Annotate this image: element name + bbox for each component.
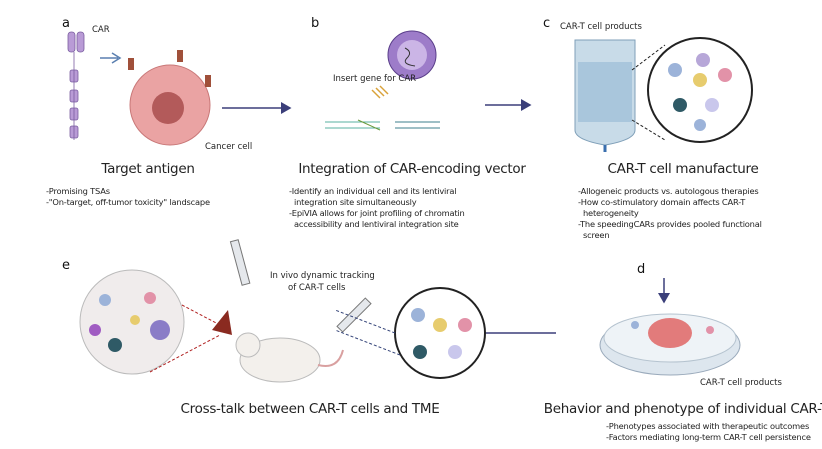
car-t-cell-zoom-circle (647, 37, 753, 143)
bullet: integration site simultaneously (294, 197, 417, 207)
car-t-products-label: CAR-T cell products (560, 22, 642, 32)
bullet: -Allogeneic products vs. autologous ther… (578, 186, 759, 196)
panel-letter-a: a (62, 16, 70, 31)
panel-d-bullets: -Phenotypes associated with therapeutic … (606, 421, 811, 443)
cancer-cell-icon (128, 50, 211, 146)
bullet: screen (583, 230, 610, 240)
panel-letter-b: b (311, 16, 320, 31)
bullet: heterogeneity (583, 208, 639, 218)
host-dna-icon (325, 119, 440, 131)
panel-a-title: Target antigen (101, 161, 195, 177)
bullet: -Promising TSAs (46, 186, 110, 196)
iv-bag-icon (574, 39, 666, 152)
cancer-cell-label: Cancer cell (205, 142, 253, 152)
petri-dish-icon (599, 313, 741, 376)
dna-insert-icon (371, 85, 389, 99)
tumor-wedge-icon (212, 310, 232, 335)
bullet: -How co-stimulatory domain affects CAR-T (578, 197, 746, 207)
syringe-icon (229, 239, 372, 333)
bullet: -EpiVIA allows for joint profiling of ch… (289, 208, 465, 218)
panel-letter-c: c (543, 16, 551, 31)
binding-arrow-icon (100, 52, 122, 64)
tme-zoom-circle (79, 269, 221, 375)
lentivirus-icon (387, 30, 437, 80)
tracking-label-line2: of CAR-T cells (288, 283, 346, 293)
bullet: accessibility and lentiviral integration… (294, 219, 459, 229)
car-t-products-label-d: CAR-T cell products (700, 378, 782, 388)
panel-c-title: CAR-T cell manufacture (607, 161, 759, 177)
car-t-zoom-circle-e (334, 287, 486, 379)
bullet: -"On-target, off-tumor toxicity" landsca… (46, 197, 210, 207)
car-label: CAR (92, 25, 110, 35)
panel-c-bullets: -Allogeneic products vs. autologous ther… (578, 186, 762, 241)
panel-b-bullets: -Identify an individual cell and its len… (289, 186, 465, 230)
bullet: -Phenotypes associated with therapeutic … (606, 421, 810, 431)
bullet: -The speedingCARs provides pooled functi… (578, 219, 762, 229)
panel-a-bullets: -Promising TSAs -"On-target, off-tumor t… (46, 186, 210, 208)
panel-letter-d: d (637, 262, 646, 277)
panel-d-title: Behavior and phenotype of individual CAR… (543, 401, 822, 417)
bullet: -Identify an individual cell and its len… (289, 186, 457, 196)
mouse-icon (235, 332, 344, 383)
panel-letter-e: e (62, 258, 70, 273)
bullet: -Factors mediating long-term CAR-T cell … (606, 432, 811, 442)
insert-gene-label: Insert gene for CAR (333, 74, 417, 84)
car-receptor-icon (67, 31, 85, 140)
panel-b-title: Integration of CAR-encoding vector (298, 161, 526, 177)
panel-e-title: Cross-talk between CAR-T cells and TME (180, 401, 440, 417)
tracking-label-line1: In vivo dynamic tracking (270, 271, 375, 281)
